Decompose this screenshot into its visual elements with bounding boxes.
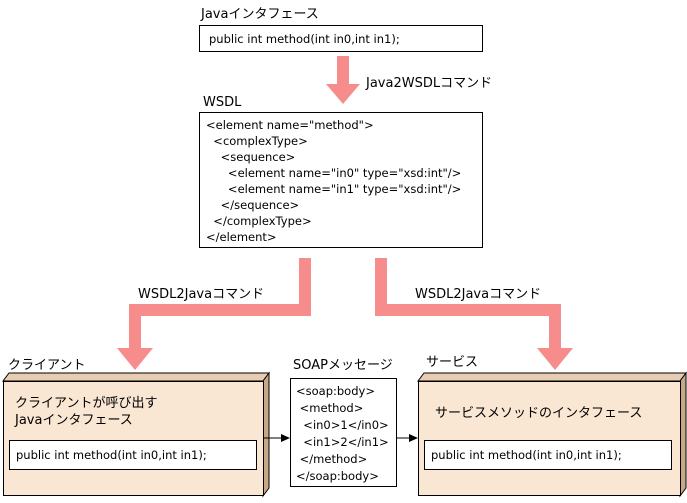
soap-title: SOAPメッセージ xyxy=(293,358,393,373)
soap-line: </method> xyxy=(296,452,368,466)
service-title: サービス xyxy=(426,355,479,370)
wsdl-line: </element> xyxy=(206,230,277,244)
wsdl2java-left-arrow xyxy=(117,258,311,370)
wsdl2java-left-label: WSDL2Javaコマンド xyxy=(138,287,265,302)
service-desc: サービスメソッドのインタフェース xyxy=(435,406,643,421)
wsdl-line: <sequence> xyxy=(206,150,296,164)
service-box: サービスメソッドのインタフェース public int method(int i… xyxy=(418,381,681,496)
wsdl-line: <element name="in0" type="xsd:int"/> xyxy=(206,166,462,180)
java2wsdl-arrow xyxy=(326,56,360,104)
wsdl-line: <element name="method"> xyxy=(206,118,374,132)
java-interface-box: public int method(int in0,int in1); xyxy=(199,25,483,52)
java-interface-title: Javaインタフェース xyxy=(201,7,319,22)
java-interface-code: public int method(int in0,int in1); xyxy=(209,32,400,46)
wsdl-line: </sequence> xyxy=(206,198,300,212)
wsdl2java-right-arrow xyxy=(375,258,573,370)
client-title: クライアント xyxy=(8,358,86,373)
soap-line: </soap:body> xyxy=(296,469,379,483)
wsdl-line: </complexType> xyxy=(206,214,312,228)
soap-line: <in1>2</in1> xyxy=(296,435,389,449)
java2wsdl-label: Java2WSDLコマンド xyxy=(366,76,493,91)
service-box-sides xyxy=(417,371,687,498)
client-to-soap-connector xyxy=(262,434,290,442)
client-box-sides xyxy=(2,371,270,498)
soap-to-service-connector xyxy=(397,434,418,442)
wsdl-box: <element name="method"> <complexType> <s… xyxy=(199,112,483,248)
soap-line: <in0>1</in0> xyxy=(296,418,389,432)
soap-line: <method> xyxy=(296,401,364,415)
client-code: public int method(int in0,int in1); xyxy=(9,440,257,470)
wsdl-line: <complexType> xyxy=(206,134,308,148)
client-box: クライアントが呼び出す Javaインタフェース public int metho… xyxy=(3,381,264,496)
soap-line: <soap:body> xyxy=(296,384,375,398)
wsdl2java-right-label: WSDL2Javaコマンド xyxy=(415,287,542,302)
service-code: public int method(int in0,int in1); xyxy=(424,440,672,470)
client-desc-line1: クライアントが呼び出す xyxy=(15,396,158,411)
wsdl-line: <element name="in1" type="xsd:int"/> xyxy=(206,182,462,196)
client-desc-line2: Javaインタフェース xyxy=(15,413,133,428)
wsdl-title: WSDL xyxy=(203,95,242,110)
soap-box: <soap:body> <method> <in0>1</in0> <in1>2… xyxy=(290,378,397,487)
